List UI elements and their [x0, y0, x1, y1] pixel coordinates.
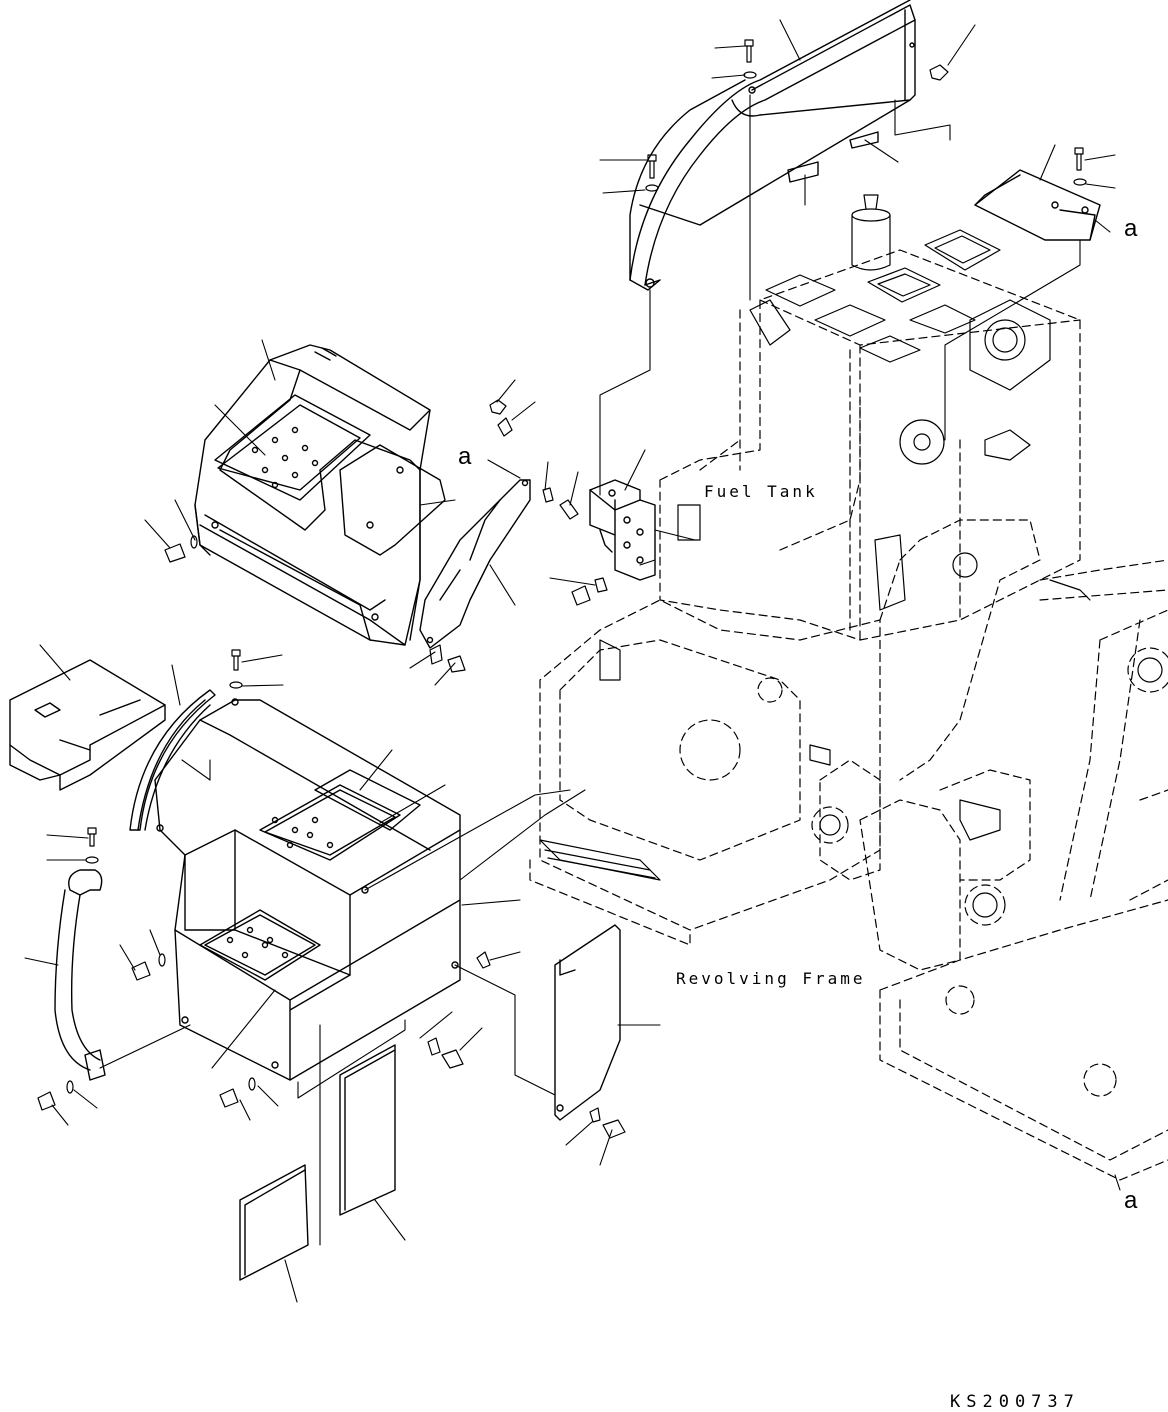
right-side-panel — [555, 925, 620, 1120]
fuel-tank-details — [678, 195, 1050, 610]
upper-side-panel — [420, 480, 530, 648]
callout-a-middle: a — [458, 443, 472, 470]
mounting-bracket — [590, 480, 655, 580]
callout-a-top-right: a — [1124, 215, 1138, 242]
drawing-code: KS200737 — [950, 1392, 1080, 1412]
top-right-cover — [975, 170, 1100, 240]
fuel-tank — [660, 250, 1080, 640]
revolving-frame — [530, 520, 1168, 1180]
cushion-pad — [10, 660, 165, 790]
handrail — [55, 870, 105, 1080]
bottom-pad-large — [340, 1045, 395, 1215]
upper-left-cover — [195, 345, 445, 645]
frame-details — [540, 553, 1162, 917]
revolving-frame-label: Revolving Frame — [676, 969, 866, 988]
callout-a-bottom-right: a — [1124, 1187, 1138, 1214]
fuel-tank-label: Fuel Tank — [704, 482, 818, 501]
leader-lines — [25, 20, 1120, 1302]
lower-toolbox — [155, 699, 460, 1080]
bottom-pad-small — [240, 1165, 308, 1280]
top-guard-plate — [630, 0, 915, 290]
rubber-seal-strip — [130, 690, 215, 830]
bolts-washers — [38, 40, 1086, 1138]
